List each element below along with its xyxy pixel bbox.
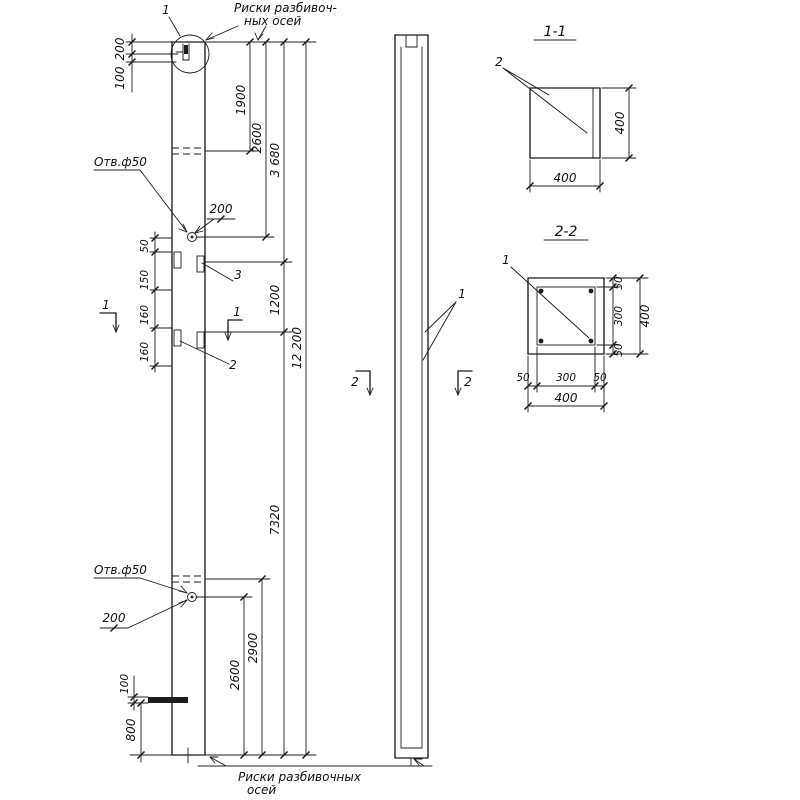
embed-plate-left-lower — [173, 329, 182, 347]
dim-bottom-50-right: 50 — [593, 372, 607, 384]
section2-marker-right-label: 2 — [464, 375, 472, 389]
callout-2: 2 — [229, 358, 237, 372]
embed-plate-left-upper — [173, 251, 182, 269]
side-view-labels: 1 2 2 — [351, 287, 472, 389]
section2-marker-left-label: 2 — [351, 375, 359, 389]
front-view-dimensions — [93, 25, 433, 767]
dim-bottom-300: 300 — [556, 372, 576, 384]
dim-right-50-top: 50 — [613, 276, 625, 290]
rebar-dot — [538, 338, 544, 344]
bottom-axis-note-line2: осей — [247, 783, 276, 797]
section-1-1-callout-2: 2 — [495, 55, 503, 69]
hole-label-top: Отв.ф50 — [94, 155, 147, 169]
callout-3: 3 — [234, 268, 242, 282]
dim-200-top: 200 — [113, 37, 127, 60]
top-axis-note-line2: ных осей — [244, 14, 302, 28]
hole-bottom-center — [190, 595, 194, 599]
dim-800: 800 — [124, 718, 138, 741]
dim-100-bottom: 100 — [119, 674, 131, 694]
dim-160-b: 160 — [139, 342, 151, 362]
bottom-embed-bar — [148, 697, 188, 703]
section-1-1-dim-height: 400 — [613, 111, 627, 134]
dim-2600-top: 2600 — [250, 122, 264, 153]
side-view-geometry — [355, 34, 473, 767]
rebar-dot — [538, 288, 544, 294]
dim-50: 50 — [139, 239, 151, 253]
rebar-dot — [588, 338, 594, 344]
dim-3680: 3 680 — [268, 142, 282, 177]
section-1-1-labels: 1-1 2 400 400 — [495, 24, 627, 185]
section-1-1-title: 1-1 — [544, 24, 567, 40]
dim-200-hole-bottom: 200 — [103, 611, 126, 625]
section-2-2-geometry — [510, 239, 649, 413]
dim-100-top: 100 — [113, 66, 127, 89]
detail-callout-1: 1 — [162, 3, 170, 17]
top-axis-note-line1: Риски разбивоч- — [234, 1, 337, 15]
dim-right-300: 300 — [613, 306, 625, 326]
dim-1900: 1900 — [234, 84, 248, 115]
dim-1200: 1200 — [268, 284, 282, 315]
dim-2600-bottom: 2600 — [228, 659, 242, 690]
dim-right-50-bottom: 50 — [613, 343, 625, 357]
dim-160-a: 160 — [139, 305, 151, 325]
dim-12200: 12 200 — [290, 327, 304, 369]
section-1-1-dim-width: 400 — [554, 171, 577, 185]
section1-marker-right-label: 1 — [233, 305, 241, 319]
reinforcement-cage — [536, 286, 596, 346]
dim-200-hole-top: 200 — [210, 202, 233, 216]
dim-7320: 7320 — [268, 504, 282, 535]
bottom-axis-note-line1: Риски разбивочных — [238, 770, 362, 784]
hole-top-center — [190, 235, 194, 239]
dim-2900: 2900 — [246, 632, 260, 663]
dim-bottom-400: 400 — [555, 391, 578, 405]
dim-right-400: 400 — [638, 304, 652, 327]
front-view-geometry — [148, 16, 210, 764]
dim-150: 150 — [139, 270, 151, 290]
hole-label-bottom: Отв.ф50 — [94, 563, 147, 577]
section-1-1-geometry — [502, 39, 637, 193]
dim-bottom-50-left: 50 — [516, 372, 530, 384]
rebar-dot — [588, 288, 594, 294]
front-view-labels: 1 Риски разбивоч- ных осей 200 100 1900 … — [94, 1, 362, 797]
embed-plate-right-lower — [196, 331, 205, 349]
section-2-2-title: 2-2 — [555, 224, 578, 240]
section-2-2-labels: 2-2 1 50 300 50 400 50 300 50 400 — [502, 224, 652, 405]
side-callout-1: 1 — [458, 287, 466, 301]
anchor-mark — [184, 45, 188, 54]
section1-marker-left-label: 1 — [102, 298, 110, 312]
section-2-2-callout-1: 1 — [502, 253, 510, 267]
